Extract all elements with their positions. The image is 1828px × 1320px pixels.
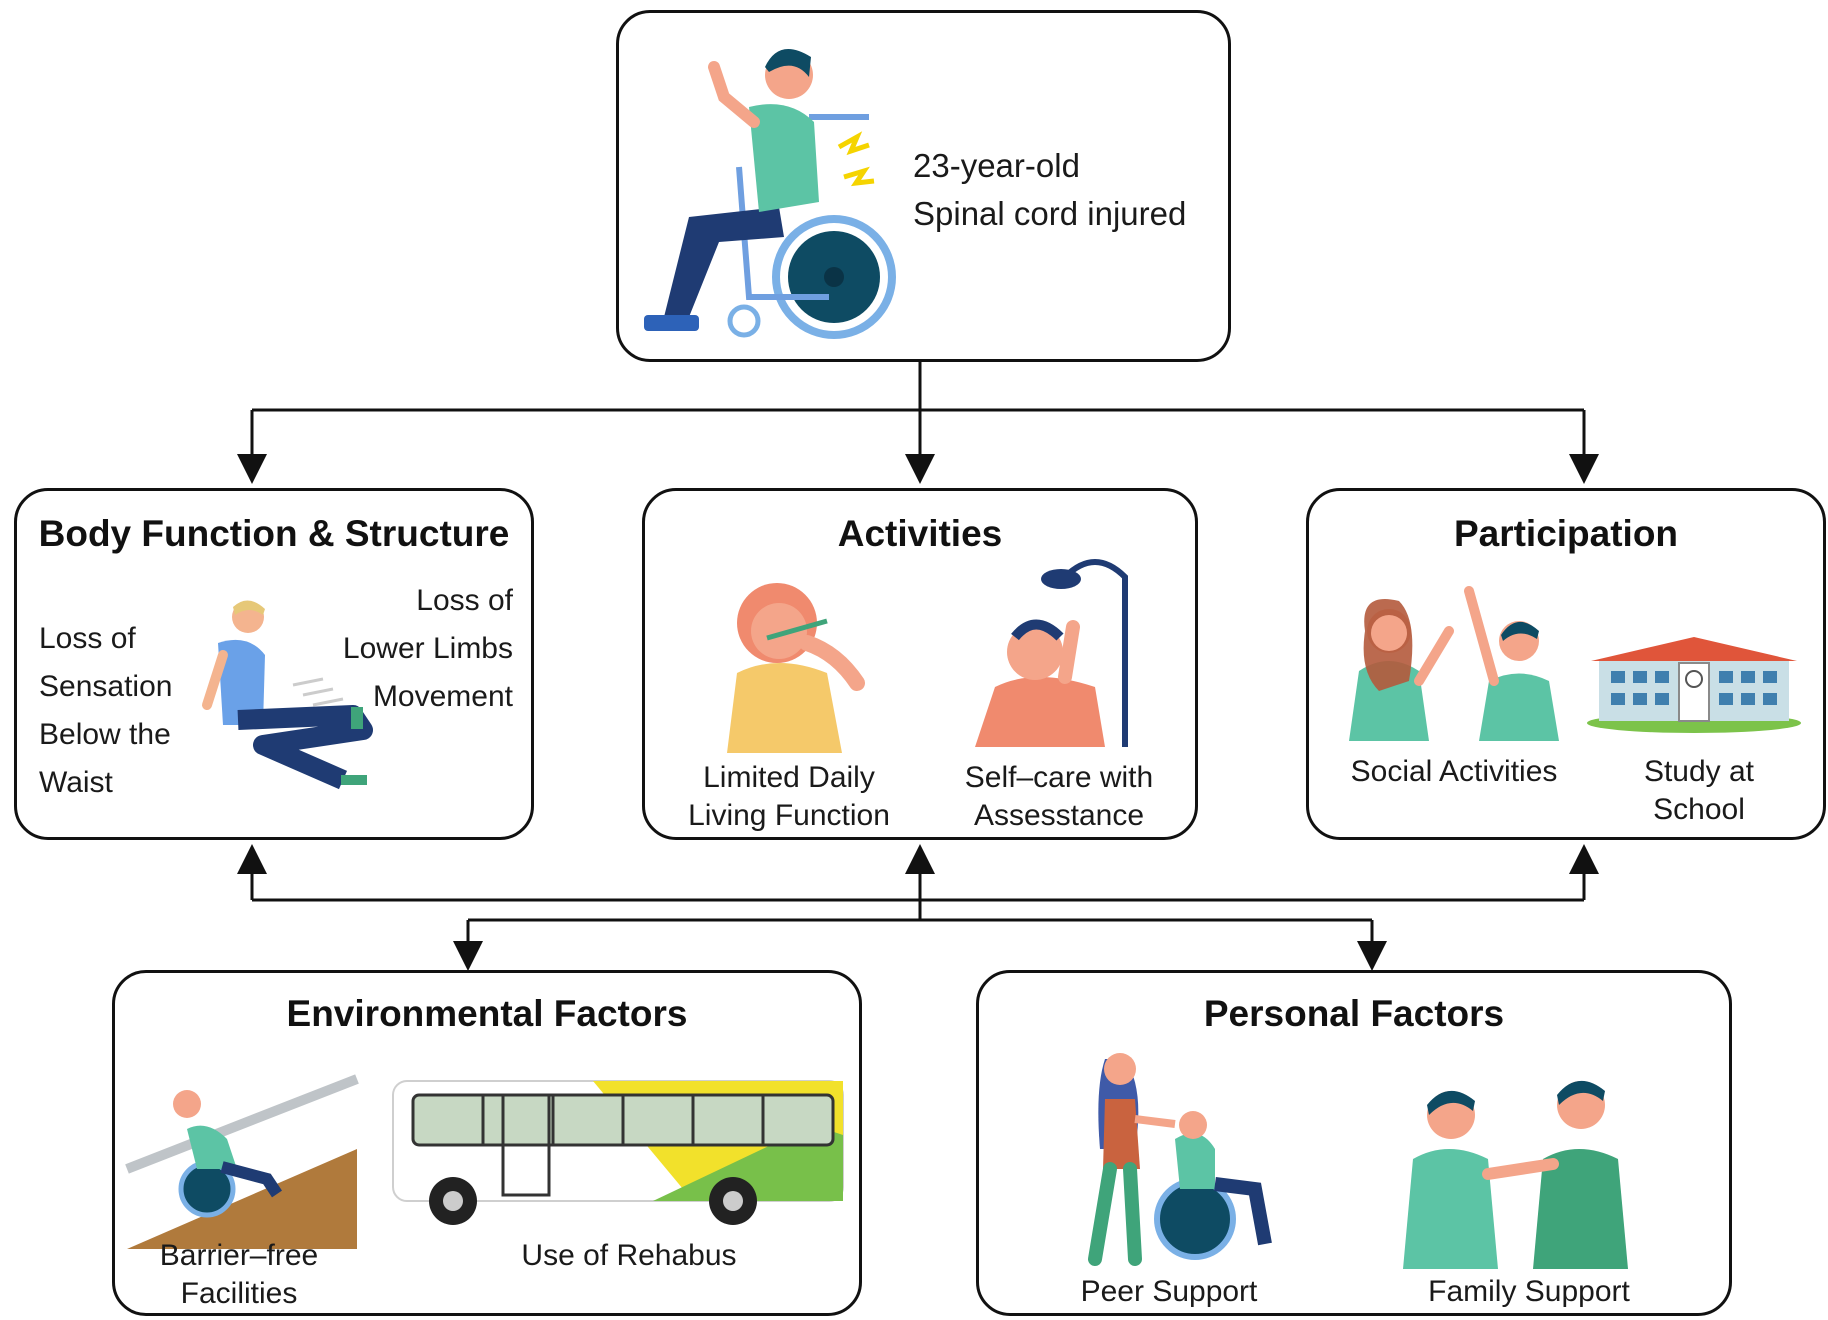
participation-line: School (1653, 793, 1745, 827)
personal-line: Peer Support (1080, 1275, 1258, 1308)
personal-box: Personal Factors Peer Support Family Sup… (976, 970, 1732, 1316)
falling-man-illustration (202, 600, 373, 790)
environmental-item-label: Use of Rehabus (479, 1237, 779, 1275)
ramp-wheelchair-illustration (125, 1074, 359, 1249)
personal-title: Personal Factors (1203, 993, 1505, 1034)
right-line: Lower Limbs (342, 632, 513, 665)
activity-line: Assesstance (973, 799, 1145, 833)
patient-age: 23-year-old (913, 147, 1080, 184)
activity-item-label: Self–care with Assesstance (931, 759, 1187, 836)
patient-box: 23-year-old Spinal cord injured (616, 10, 1231, 362)
wheelchair-user-illustration (644, 49, 896, 339)
environmental-line: Facilities (180, 1277, 298, 1311)
participation-item-label: Social Activities (1323, 753, 1585, 791)
participation-title: Participation (1453, 513, 1679, 554)
body-function-left-text: Loss of Sensation Below the Waist (39, 615, 172, 807)
body-function-right-text: Loss of Lower Limbs Movement (343, 577, 513, 721)
right-line: Movement (372, 680, 513, 713)
participation-line: Social Activities (1350, 755, 1558, 788)
body-function-title: Body Function & Structure (38, 513, 510, 554)
rehabus-illustration (392, 1080, 844, 1225)
activity-item-label: Limited Daily Living Function (659, 759, 919, 836)
right-line: Loss of (416, 584, 513, 617)
activities-title: Activities (837, 513, 1003, 554)
personal-line: Family Support (1428, 1275, 1630, 1308)
personal-item-label: Peer Support (1039, 1273, 1299, 1311)
environmental-item-label: Barrier–free Facilities (119, 1237, 359, 1314)
activity-line: Living Function (688, 799, 890, 833)
left-line: Loss of (39, 622, 136, 655)
environmental-line: Use of Rehabus (521, 1239, 737, 1272)
toothbrush-person-illustration (727, 583, 865, 753)
high-five-illustration (1349, 586, 1559, 741)
activities-box: Activities Limited Daily Living Function… (642, 488, 1198, 840)
participation-item-label: Study at School (1599, 753, 1799, 830)
left-line: Below the (39, 718, 171, 751)
patient-condition: Spinal cord injured (913, 195, 1187, 233)
environmental-title: Environmental Factors (286, 993, 688, 1034)
peer-support-illustration (1088, 1053, 1272, 1266)
personal-item-label: Family Support (1389, 1273, 1669, 1311)
school-building-illustration (1587, 637, 1801, 733)
family-support-illustration (1403, 1080, 1628, 1269)
shower-person-illustration (975, 559, 1128, 747)
participation-line: Study at (1643, 755, 1755, 788)
body-function-box: Body Function & Structure Loss of Sensat… (14, 488, 534, 840)
environmental-line: Barrier–free (159, 1239, 319, 1272)
participation-box: Participation Social Activities Study at… (1306, 488, 1826, 840)
activity-line: Self–care with (964, 761, 1154, 794)
activity-line: Limited Daily (703, 761, 875, 794)
left-line: Sensation (39, 670, 173, 703)
environmental-box: Environmental Factors Barrier–free Facil… (112, 970, 862, 1316)
left-line: Waist (39, 766, 113, 799)
